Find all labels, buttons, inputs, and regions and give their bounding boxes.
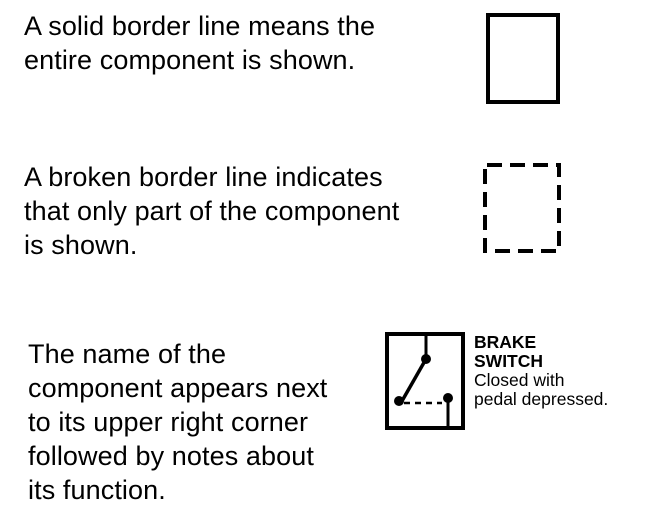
- text-line: entire component is shown.: [24, 45, 356, 75]
- text-line: A solid border line means the: [24, 11, 376, 41]
- solid-border-description: A solid border line means the entire com…: [24, 9, 375, 77]
- solid-border-box: [486, 13, 560, 104]
- broken-border-box: [483, 163, 561, 253]
- component-label: BRAKE SWITCH Closed with pedal depressed…: [474, 333, 608, 409]
- component-name-description: The name of the component appears next t…: [28, 337, 327, 507]
- component-note-line: Closed with: [474, 370, 565, 390]
- lower-left-terminal: [394, 396, 404, 406]
- text-line: The name of the: [28, 339, 227, 369]
- broken-border-description: A broken border line indicates that only…: [24, 160, 399, 262]
- switch-arm: [400, 358, 428, 402]
- text-line: followed by notes about: [28, 441, 314, 471]
- text-line: A broken border line indicates: [24, 162, 383, 192]
- text-line: is shown.: [24, 230, 138, 260]
- brake-switch-symbol: [385, 332, 465, 430]
- component-name-line: SWITCH: [474, 351, 544, 371]
- component-name-line: BRAKE: [474, 332, 537, 352]
- component-note-line: pedal depressed.: [474, 389, 609, 409]
- text-line: that only part of the component: [24, 196, 400, 226]
- text-line: to its upper right corner: [28, 407, 309, 437]
- text-line: component appears next: [28, 373, 328, 403]
- text-line: its function.: [28, 475, 166, 505]
